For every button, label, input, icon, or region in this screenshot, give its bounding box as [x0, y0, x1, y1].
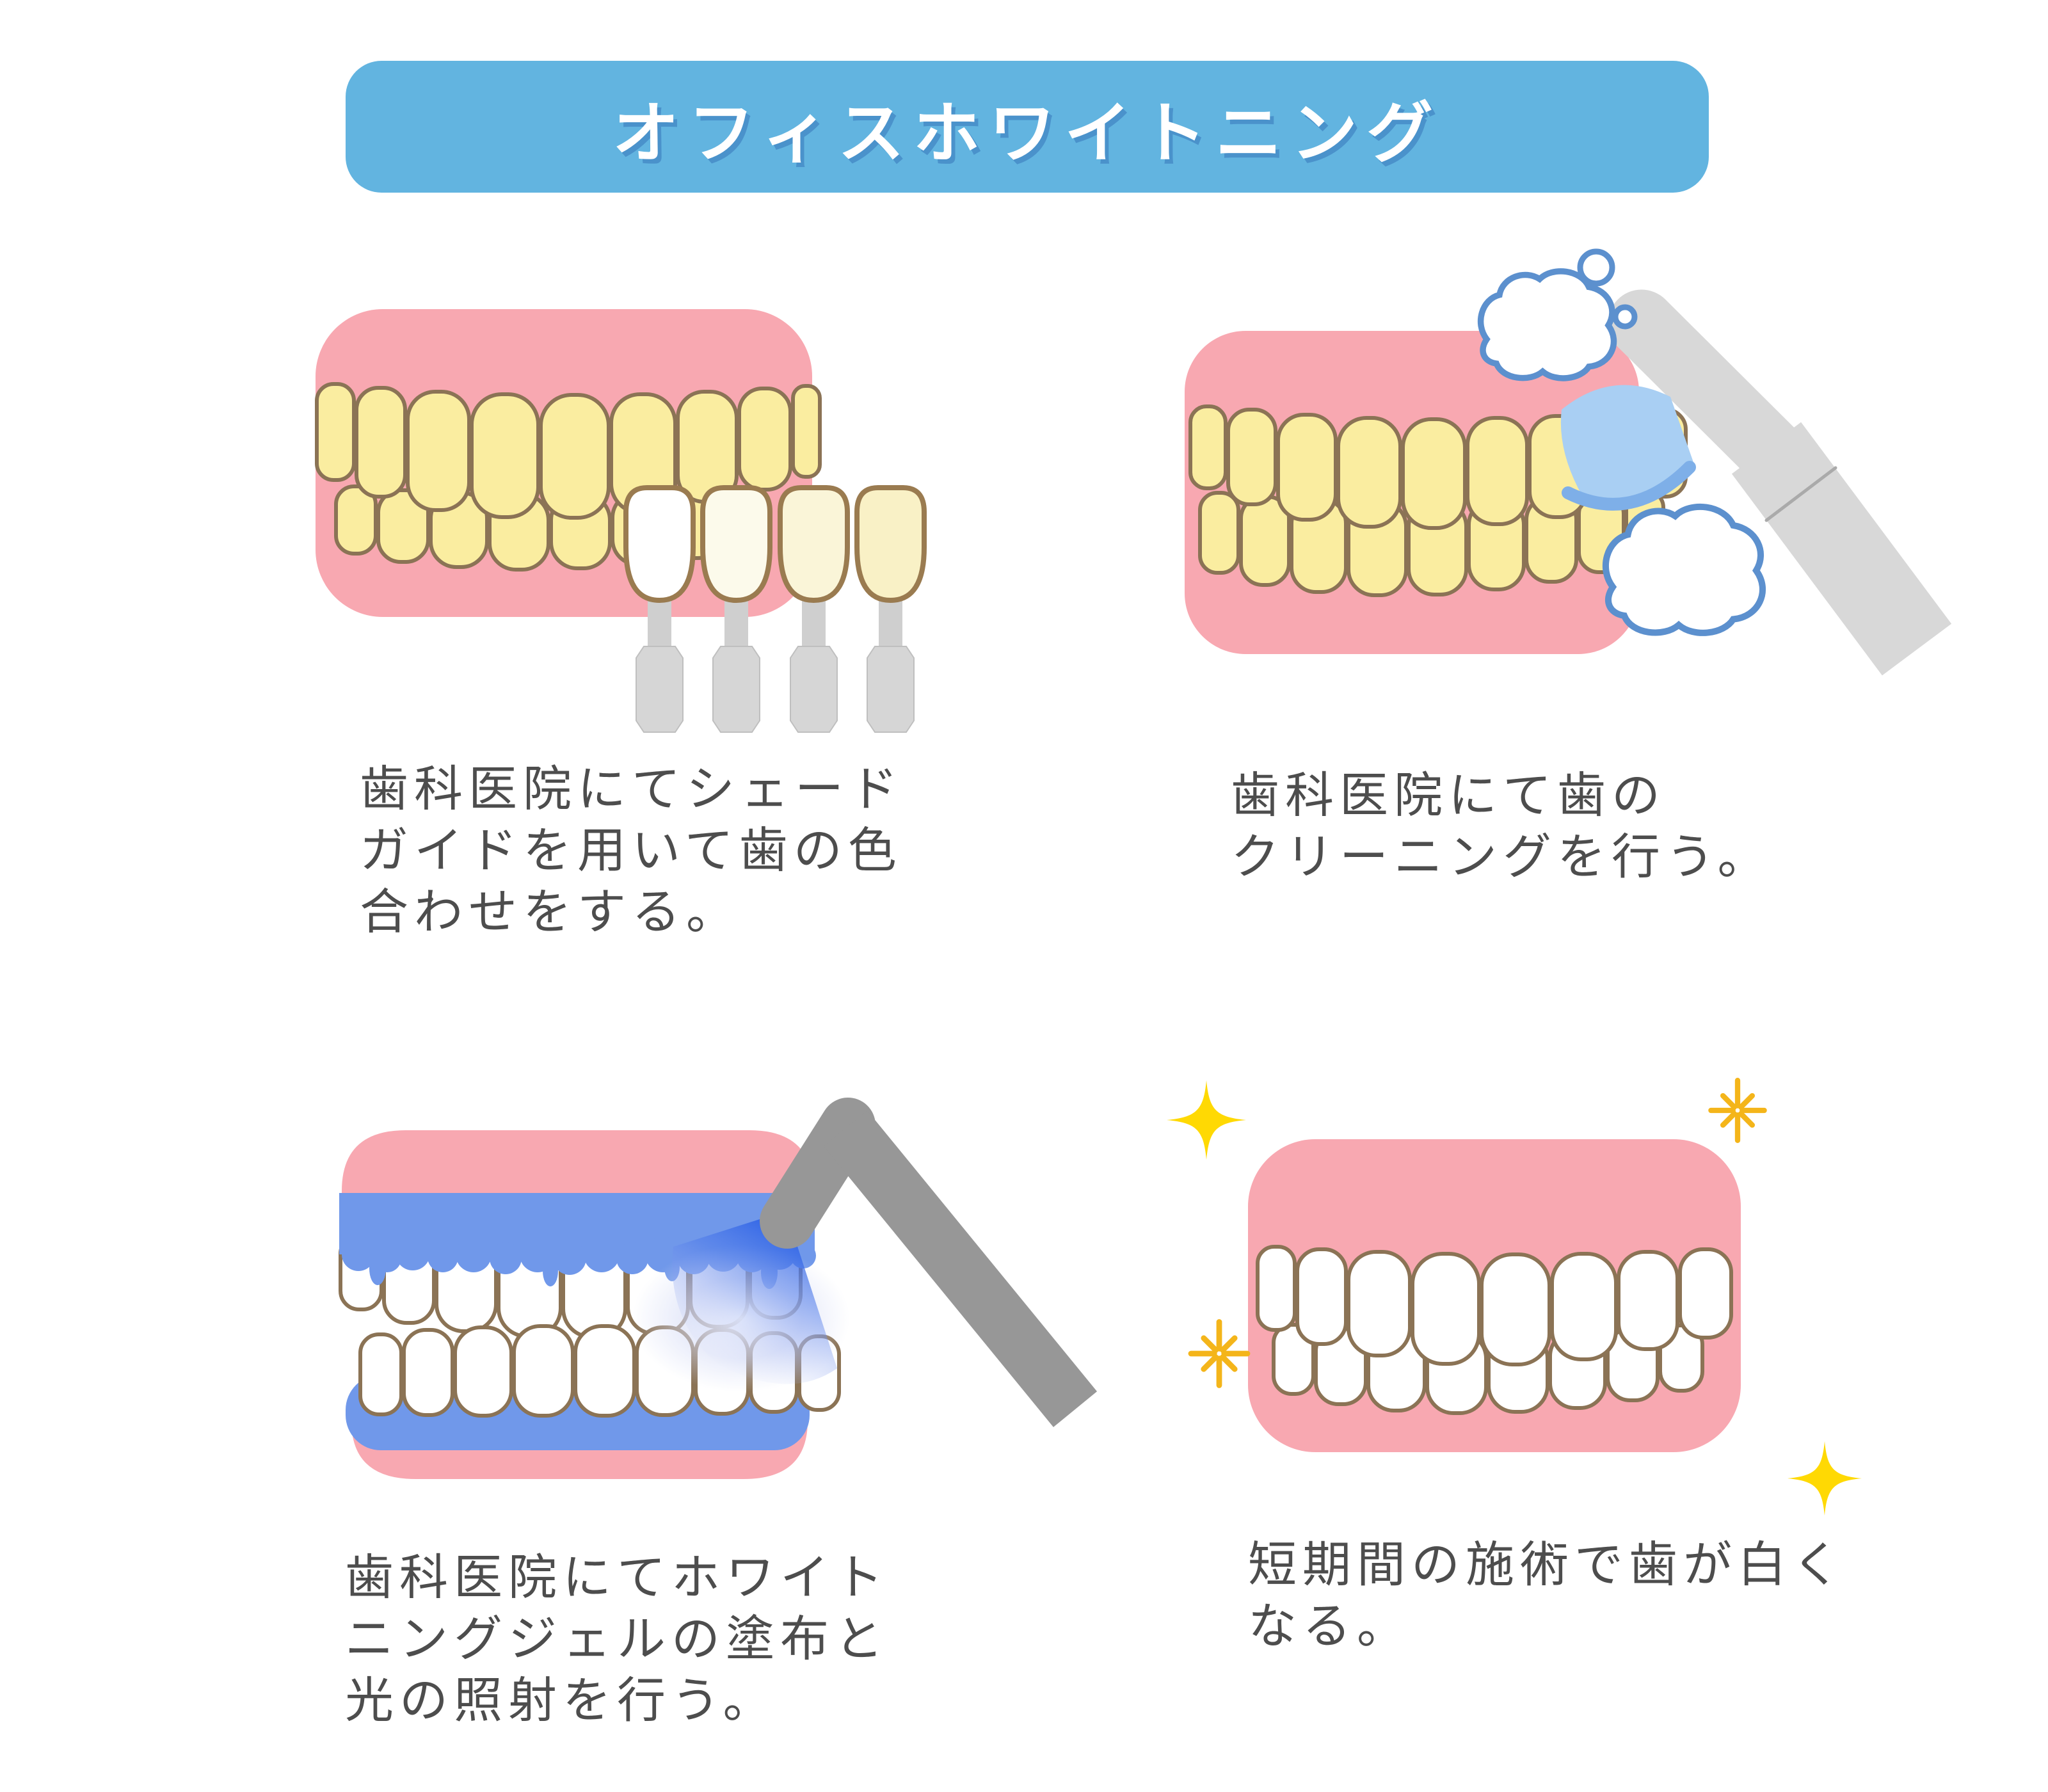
upper-teeth-row	[315, 382, 822, 520]
caption-line: 短期間の施術で歯が白く	[1248, 1538, 1846, 1592]
step-3-caption: 歯科医院にてホワイト ニングジェルの塗布と 光の照射を行う。	[345, 1548, 889, 1732]
upper-teeth-row	[1256, 1245, 1733, 1366]
shade-tab	[854, 485, 927, 733]
step-2-figure	[1165, 109, 2048, 1107]
caption-line: 歯科医院にて歯の	[1231, 769, 1666, 823]
caption-line: 歯科医院にてホワイト	[345, 1551, 889, 1605]
bubble	[1612, 304, 1638, 330]
light-beam	[672, 1211, 837, 1384]
prophy-handpiece	[1608, 289, 1952, 676]
whitening-light-illustration	[339, 1098, 1098, 1479]
bubble	[1577, 248, 1615, 287]
caption-line: 光の照射を行う。	[345, 1674, 778, 1728]
shade-tab	[778, 485, 850, 733]
whitening-light-wand	[760, 1098, 1098, 1427]
sparkle-burst-icon	[1191, 1322, 1247, 1386]
shade-guide-tabs	[623, 485, 927, 733]
shade-guide-illustration	[315, 309, 927, 733]
shade-tab	[623, 485, 696, 733]
step-3-figure	[282, 1043, 1216, 1574]
caption-line: ニングジェルの塗布と	[345, 1612, 889, 1667]
white-teeth-illustration	[1167, 1043, 1862, 1516]
step-1-caption: 歯科医院にてシェード ガイドを用いて歯の色 合わせをする。	[360, 759, 904, 943]
caption-line: 合わせをする。	[360, 885, 740, 940]
polishing-cup	[1560, 385, 1696, 511]
caption-line: なる。	[1248, 1599, 1411, 1654]
step-4-caption: 短期間の施術で歯が白く なる。	[1248, 1535, 1846, 1658]
shade-tab	[700, 485, 772, 733]
step-1-figure	[269, 256, 1120, 768]
sparkle-burst-icon	[1711, 1080, 1764, 1140]
caption-line: 歯科医院にてシェード	[360, 762, 904, 817]
foam-cloud	[1606, 507, 1763, 633]
gel-drip	[369, 1252, 386, 1285]
page-title: オフィスホワイトニング	[612, 96, 1442, 171]
sparkle-star-icon	[1167, 1080, 1246, 1160]
foam-clouds	[1481, 248, 1763, 633]
handpiece-seam	[1764, 466, 1837, 522]
cleaning-illustration	[1185, 248, 1952, 676]
step-2-caption: 歯科医院にて歯の クリーニングを行う。	[1231, 765, 1772, 888]
foam-cloud	[1481, 271, 1614, 378]
gel-drip	[543, 1256, 558, 1286]
sparkle-star-icon	[1788, 1441, 1862, 1516]
caption-line: クリーニングを行う。	[1231, 830, 1772, 884]
step-4-figure	[1139, 1043, 2048, 1574]
title-banner: オフィスホワイトニング	[346, 61, 1709, 193]
caption-line: ガイドを用いて歯の色	[360, 824, 902, 878]
